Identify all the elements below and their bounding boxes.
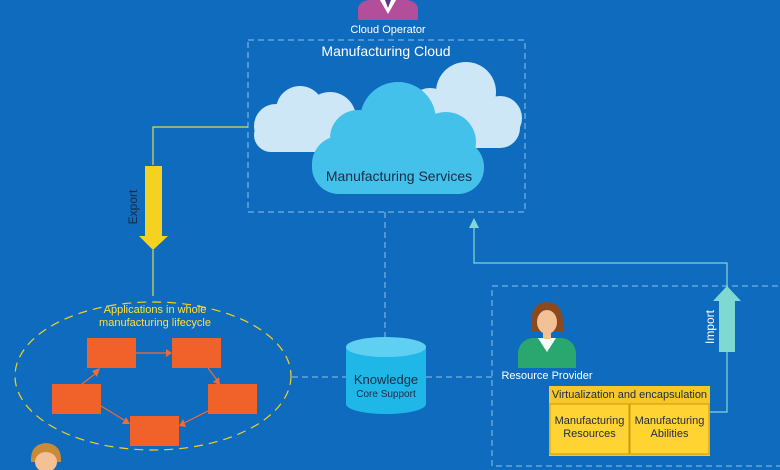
- manufacturing-abilities-label: Manufacturing Abilities: [630, 415, 709, 441]
- manufacturing-resources-label: Manufacturing Resources: [550, 415, 629, 441]
- lifecycle-ellipse: [14, 301, 292, 451]
- manufacturing-services-label: Manufacturing Services: [325, 168, 473, 184]
- knowledge-sub-label: Core Support: [356, 389, 416, 400]
- manufacturing-cloud-frame: [247, 39, 526, 213]
- import-arrow: [713, 286, 741, 352]
- import-to-cloud-arrowhead: [469, 218, 479, 228]
- export-arrow: [139, 166, 168, 250]
- process-box-4: [208, 384, 257, 414]
- cloud-operator-icon: [358, 0, 418, 20]
- process-arrows: [81, 349, 220, 427]
- process-box-3: [52, 384, 101, 414]
- process-box-1: [87, 338, 136, 368]
- process-box-2: [172, 338, 221, 368]
- lifecycle-label-line2: manufacturing lifecycle: [99, 317, 211, 329]
- abilities-line1: Manufacturing: [634, 415, 705, 427]
- manufacturing-abilities-box: [629, 403, 710, 455]
- import-to-cloud-line: [473, 226, 728, 286]
- resource-provider-frame: [491, 285, 780, 467]
- process-box-5: [130, 416, 179, 446]
- knowledge-label: Knowledge: [353, 372, 419, 387]
- resources-line1: Manufacturing: [554, 415, 625, 427]
- import-label: Import: [703, 310, 717, 345]
- manufacturing-services-cloud: [312, 82, 484, 194]
- knowledge-database-icon: [346, 337, 426, 414]
- cloud-operator-label: Cloud Operator: [350, 24, 426, 36]
- manufacturing-cloud-title: Manufacturing Cloud: [321, 43, 451, 59]
- export-connector-line: [152, 126, 248, 165]
- user-icon: [30, 443, 62, 470]
- export-label: Export: [126, 189, 140, 225]
- resources-line2: Resources: [563, 428, 616, 440]
- lifecycle-label-line1: Applications in whole: [103, 304, 207, 316]
- resource-provider-icon: [518, 302, 576, 368]
- manufacturing-resources-box: [549, 403, 630, 455]
- import-connector-line: [708, 338, 728, 413]
- resource-provider-label: Resource Provider: [501, 370, 593, 382]
- abilities-line2: Abilities: [650, 428, 689, 440]
- virtualization-label: Virtualization and encapsulation: [551, 389, 708, 401]
